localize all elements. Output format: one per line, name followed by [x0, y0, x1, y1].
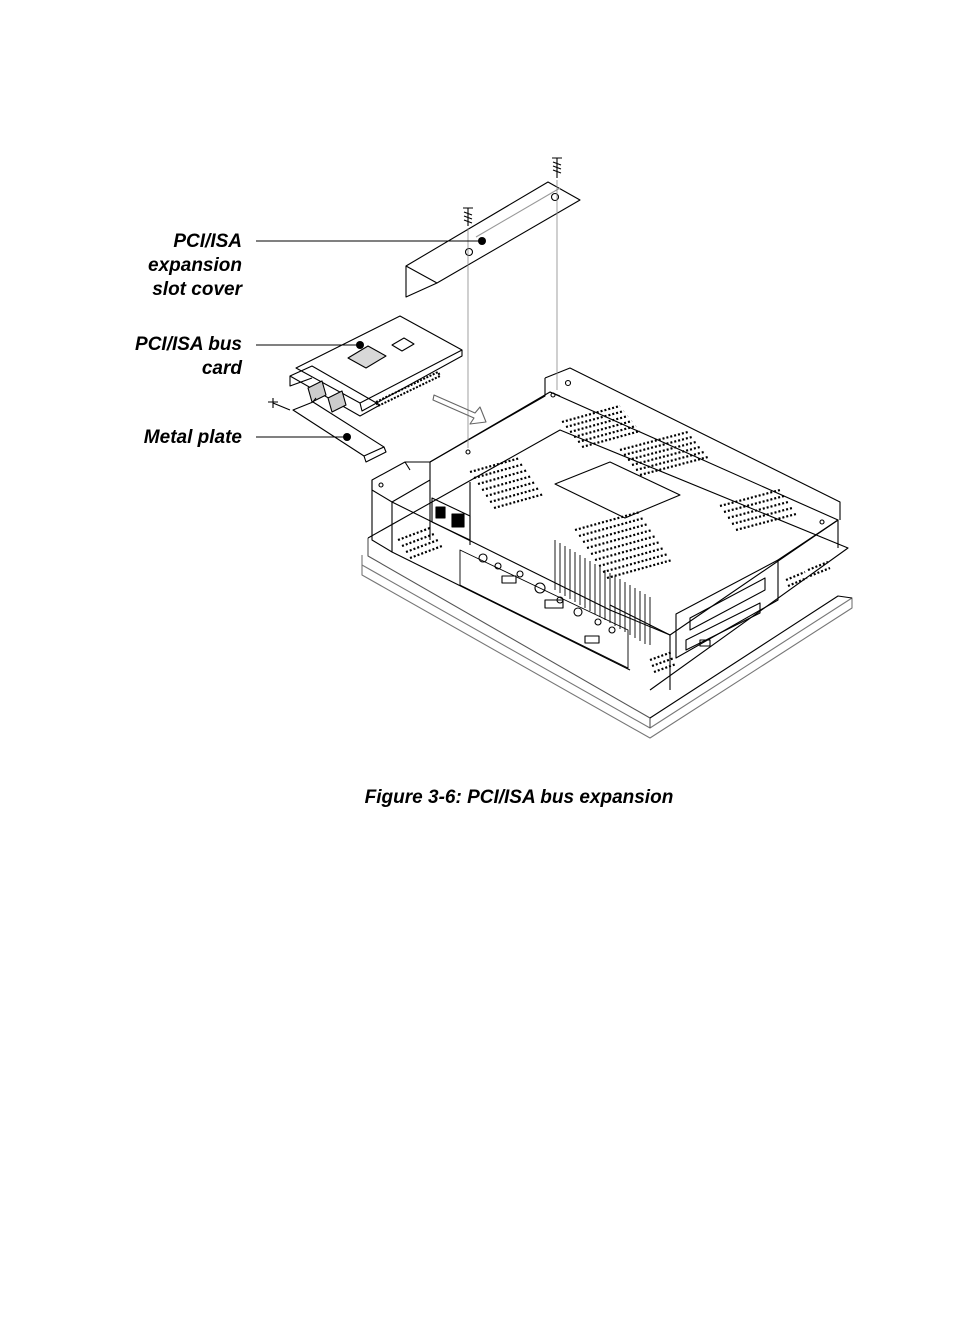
screw-icons: [268, 157, 562, 411]
label-slot-cover: PCI/ISA expansion slot cover: [148, 230, 242, 302]
label-slot-cover-line1: PCI/ISA: [173, 231, 242, 252]
metal-plate: [292, 397, 387, 463]
label-metal-plate: Metal plate: [144, 426, 242, 450]
label-slot-cover-line2: expansion: [148, 255, 242, 276]
label-metal-plate-line1: Metal plate: [143, 427, 242, 448]
label-bus-card-line2: card: [201, 358, 242, 379]
callout-leaders: [256, 240, 482, 438]
leader-dot-plate: [343, 433, 351, 441]
panel-pc-chassis: [361, 367, 853, 739]
slot-cover-bracket: [405, 181, 581, 298]
leader-dot-cover: [478, 237, 486, 245]
insertion-arrow-icon: [432, 394, 487, 425]
vent-grilles: [397, 404, 831, 674]
pci-isa-bus-card: [289, 315, 463, 417]
assembly-guide-lines: [467, 180, 558, 448]
leader-dot-card: [356, 341, 364, 349]
label-bus-card-line1: PCI/ISA bus: [135, 334, 242, 355]
label-bus-card: PCI/ISA bus card: [135, 333, 242, 381]
figure-caption: Figure 3-6: PCI/ISA bus expansion: [364, 787, 674, 808]
label-slot-cover-line3: slot cover: [152, 279, 242, 300]
